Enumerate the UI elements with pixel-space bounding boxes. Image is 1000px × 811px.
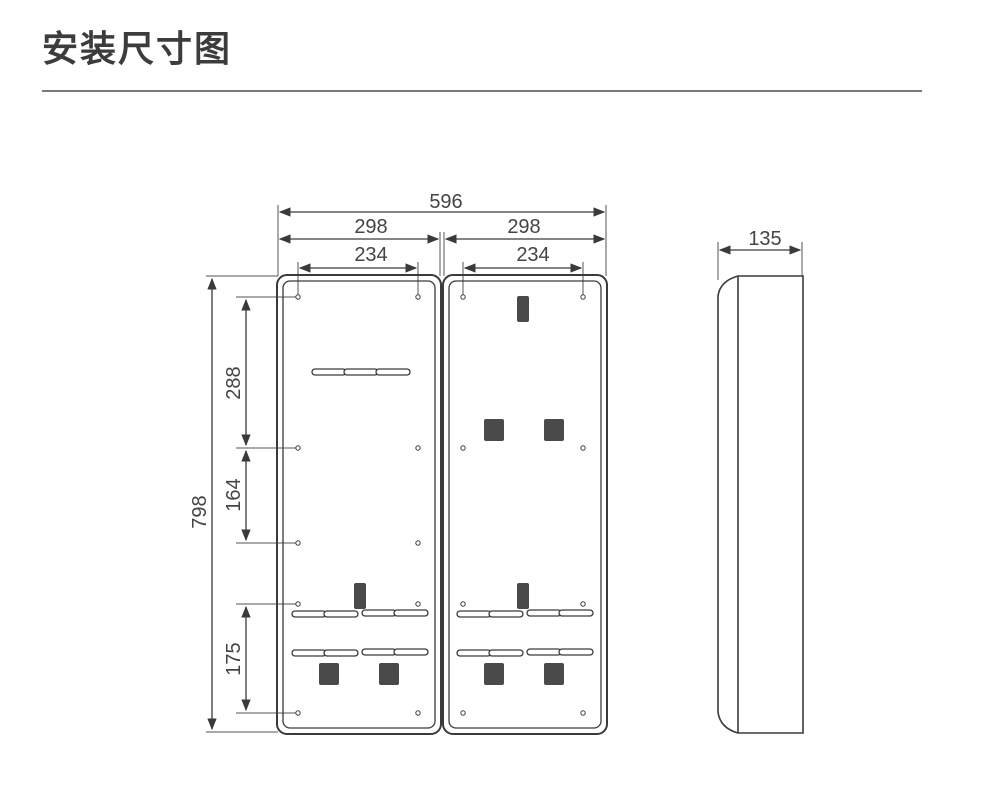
right-meter-block bbox=[517, 583, 529, 609]
dim-right-hole-spacing: 234 bbox=[516, 244, 549, 266]
right-lower-slots bbox=[456, 609, 594, 657]
dim-upper-spacing: 288 bbox=[223, 366, 245, 399]
dim-depth: 135 bbox=[748, 228, 781, 250]
dim-overall-height: 798 bbox=[189, 495, 211, 528]
right-mounting-holes bbox=[460, 294, 586, 716]
dim-lower-spacing: 175 bbox=[223, 642, 245, 675]
right-breaker-block bbox=[484, 663, 504, 685]
dim-left-width: 298 bbox=[354, 216, 387, 238]
left-breaker-block bbox=[319, 663, 339, 685]
side-view bbox=[717, 275, 804, 734]
left-cabinet bbox=[276, 274, 442, 735]
left-meter-block bbox=[354, 583, 366, 609]
left-breaker-block bbox=[379, 663, 399, 685]
right-breaker-block bbox=[544, 663, 564, 685]
dim-overall-width: 596 bbox=[429, 191, 462, 213]
right-middle-block bbox=[484, 419, 504, 441]
extension-lines bbox=[206, 205, 803, 733]
dim-right-width: 298 bbox=[507, 216, 540, 238]
right-top-block bbox=[517, 296, 529, 322]
right-cabinet bbox=[442, 274, 608, 735]
left-lower-slots bbox=[291, 609, 429, 657]
dim-middle-spacing: 164 bbox=[223, 478, 245, 511]
left-mounting-holes bbox=[295, 294, 421, 716]
dim-left-hole-spacing: 234 bbox=[354, 244, 387, 266]
left-upper-slots bbox=[311, 368, 411, 376]
right-middle-block bbox=[544, 419, 564, 441]
title-divider bbox=[42, 90, 922, 92]
page-title: 安装尺寸图 bbox=[42, 29, 233, 70]
